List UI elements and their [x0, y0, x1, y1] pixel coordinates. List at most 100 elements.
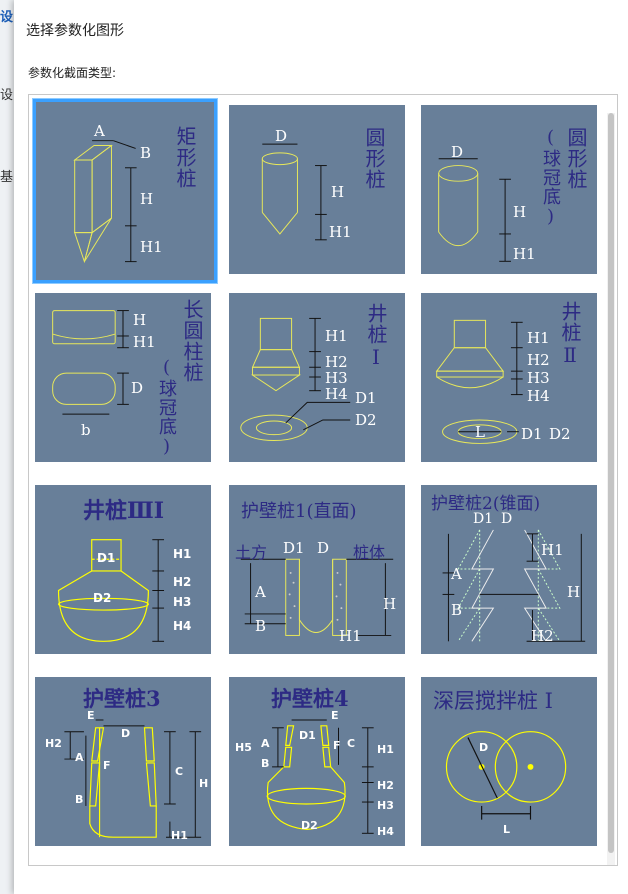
label-D1: D1: [97, 551, 116, 565]
deep-mixing-diagram: [445, 731, 567, 820]
round-spherical-diagram: [438, 158, 511, 262]
tile-title: 护壁桩2(锥面): [431, 494, 541, 514]
tile-long-round-pile[interactable]: H H1 D b 长圆柱桩 (球冠底): [33, 291, 213, 464]
tile-retaining-pile-4[interactable]: 护壁桩4 E H5 A D1 F C H1 B H2 H3 D2 H4: [227, 675, 407, 848]
tile-title: 护壁桩4: [271, 686, 349, 711]
tile-well-pile-2[interactable]: H1 H2 H3 H4 L D1 D2 井桩Ⅱ: [419, 291, 599, 464]
bg-label-2: 基: [0, 170, 14, 185]
label-B: B: [75, 793, 84, 806]
bg-label: 设: [0, 88, 14, 103]
label-H3: H3: [527, 369, 550, 387]
label-H4: H4: [377, 825, 394, 838]
tile-retaining-pile-2[interactable]: 护壁桩2(锥面) D1 D H1 A B H H2: [419, 483, 599, 656]
background-app: 设 设 基: [0, 0, 14, 894]
label-H2: H2: [45, 737, 62, 750]
label-D2: D2: [93, 591, 112, 605]
label-D2: D2: [549, 425, 571, 443]
retaining-4-diagram: [266, 719, 374, 834]
label-H4: H4: [325, 385, 348, 403]
label-H: H: [567, 583, 581, 601]
label-D1: D1: [355, 389, 377, 407]
label-B: B: [140, 144, 152, 162]
dialog-title: 选择参数化图形: [26, 23, 124, 39]
label-H1: H1: [173, 547, 192, 561]
label-H4: H4: [173, 619, 192, 633]
tile-title: 护壁桩1(直面): [241, 501, 357, 522]
label-B: B: [255, 617, 267, 635]
label-A: A: [94, 122, 105, 140]
tile-title: 井桩Ⅰ: [364, 303, 388, 370]
tile-round-pile[interactable]: D H H1 圆形桩: [227, 103, 407, 276]
label-A: A: [255, 583, 266, 601]
label-E: E: [87, 709, 95, 722]
label-F: F: [103, 759, 111, 772]
label-H1: H1: [133, 333, 156, 351]
label-D: D: [451, 143, 464, 161]
well-pile-2-diagram: [435, 319, 523, 444]
tile-title: 护壁桩3: [83, 686, 161, 711]
label-H3: H3: [377, 799, 394, 812]
tile-subtitle: (球冠底): [540, 127, 561, 228]
label-H1: H1: [171, 829, 188, 842]
label-H: H: [383, 595, 397, 613]
label-D1: D1: [473, 511, 494, 527]
label-pile-body: 桩体: [353, 543, 386, 562]
tile-well-pile-1[interactable]: H1 H2 H3 H4 D1 D2 井桩Ⅰ: [227, 291, 407, 464]
tile-title: 长圆柱桩: [180, 299, 204, 383]
label-H2: H2: [527, 351, 550, 369]
label-H3: H3: [325, 369, 348, 387]
retaining-3-diagram: [64, 719, 202, 838]
label-H1: H1: [339, 627, 362, 645]
tile-deep-mixing-pile[interactable]: 深层搅拌桩 I D L: [419, 675, 599, 848]
label-B: B: [451, 601, 463, 619]
label-H1: H1: [140, 238, 163, 256]
label-H1: H1: [329, 223, 352, 241]
long-round-diagram: [52, 310, 129, 415]
select-param-shape-dialog: 选择参数化图形 参数化截面类型:: [14, 0, 628, 894]
label-L: L: [475, 423, 485, 441]
label-H2: H2: [377, 779, 394, 792]
tile-title: 深层搅拌桩 I: [433, 689, 553, 713]
vertical-scrollbar[interactable]: [607, 113, 615, 865]
label-D: D: [131, 379, 144, 397]
bg-tab-label: 设: [0, 10, 14, 25]
label-D1: D1: [521, 425, 543, 443]
label-H1: H1: [513, 245, 536, 263]
label-D: D: [121, 727, 131, 740]
label-H2: H2: [531, 627, 554, 645]
label-D1: D1: [299, 729, 316, 742]
label-H1: H1: [325, 327, 348, 345]
tile-rect-pile[interactable]: A B H H1 矩形桩: [33, 99, 217, 283]
label-A: A: [451, 565, 462, 583]
label-H1: H1: [377, 743, 394, 756]
label-b: b: [81, 421, 91, 439]
label-D: D: [317, 539, 330, 557]
tile-title: 井桩Ⅱ: [558, 301, 582, 368]
tile-well-pile-3[interactable]: 井桩ⅢI D1 D2 H1 H2 H3 H4: [33, 483, 213, 656]
scrollbar-thumb[interactable]: [608, 113, 614, 853]
retaining-1-diagram: [240, 558, 394, 636]
label-H: H: [513, 203, 527, 221]
tile-retaining-pile-3[interactable]: 护壁桩3 E D H2 A F C H B H1: [33, 675, 213, 848]
label-D2: D2: [355, 411, 377, 429]
tile-subtitle: (球冠底): [156, 357, 177, 458]
label-F: F: [333, 739, 341, 752]
well-pile-1-diagram: [240, 317, 351, 441]
tile-title: 圆形桩: [564, 127, 588, 190]
label-H: H: [140, 190, 154, 208]
section-label: 参数化截面类型:: [28, 66, 117, 80]
label-H3: H3: [173, 595, 192, 609]
label-D: D: [501, 511, 513, 527]
tile-title: 矩形桩: [173, 126, 197, 189]
label-C: C: [175, 765, 184, 778]
label-H: H: [331, 183, 345, 201]
label-C: C: [347, 737, 356, 750]
label-H1: H1: [541, 541, 564, 559]
label-D: D: [479, 741, 489, 754]
label-B: B: [261, 757, 270, 770]
label-H2: H2: [325, 353, 348, 371]
tile-retaining-pile-1[interactable]: 护壁桩1(直面) 土方 D1 D 桩体 A B H H1: [227, 483, 407, 656]
shape-grid-panel: A B H H1 矩形桩: [28, 94, 618, 866]
label-H4: H4: [527, 387, 550, 405]
tile-round-pile-spherical[interactable]: D H H1 圆形桩 (球冠底): [419, 103, 599, 276]
